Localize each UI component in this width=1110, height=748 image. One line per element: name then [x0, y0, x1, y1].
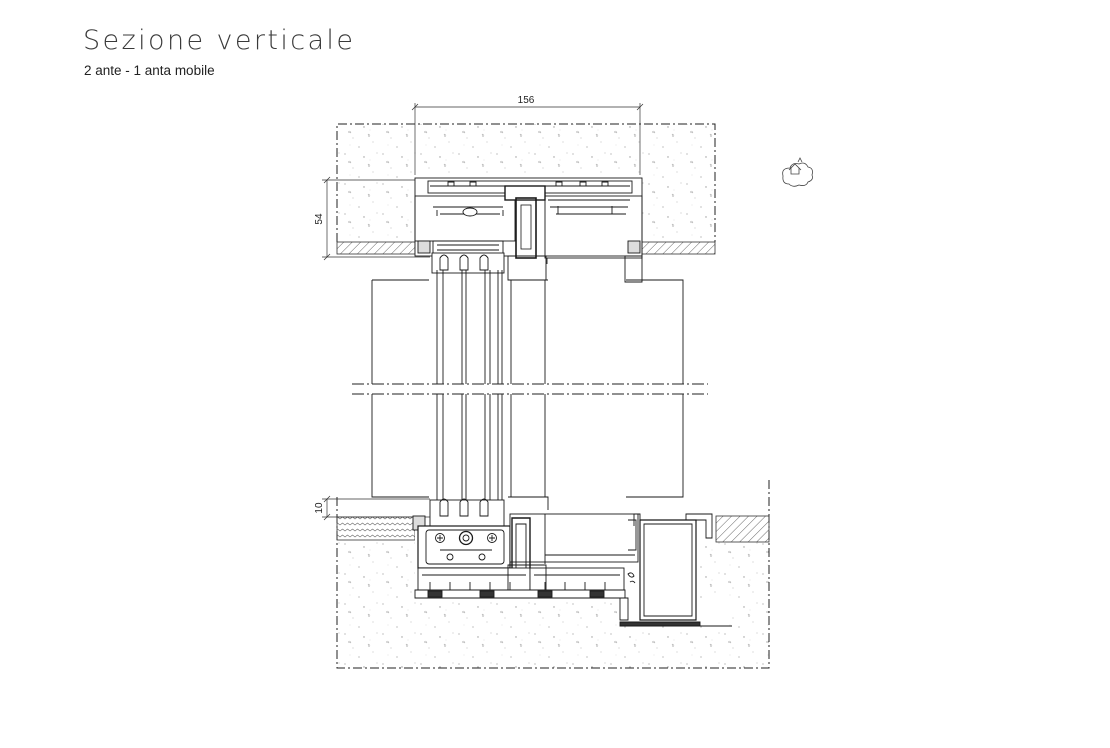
- head-frame-profile: [414, 177, 643, 283]
- sill-frame-profile: [412, 498, 732, 627]
- dimension-width: [411, 103, 644, 175]
- page-title: Sezione verticale: [83, 25, 356, 56]
- dimension-head-height-label: 54: [314, 213, 325, 225]
- glazing-panels: [371, 270, 684, 512]
- dimension-width-label: 156: [518, 95, 535, 106]
- cloud-house-icon: [782, 157, 813, 187]
- dimension-head-height: [322, 176, 430, 261]
- dimension-sill-height-label: 10: [314, 502, 325, 514]
- break-line: [352, 383, 708, 395]
- page-subtitle: 2 ante - 1 anta mobile: [84, 63, 215, 78]
- dimension-sill-height: [322, 495, 430, 521]
